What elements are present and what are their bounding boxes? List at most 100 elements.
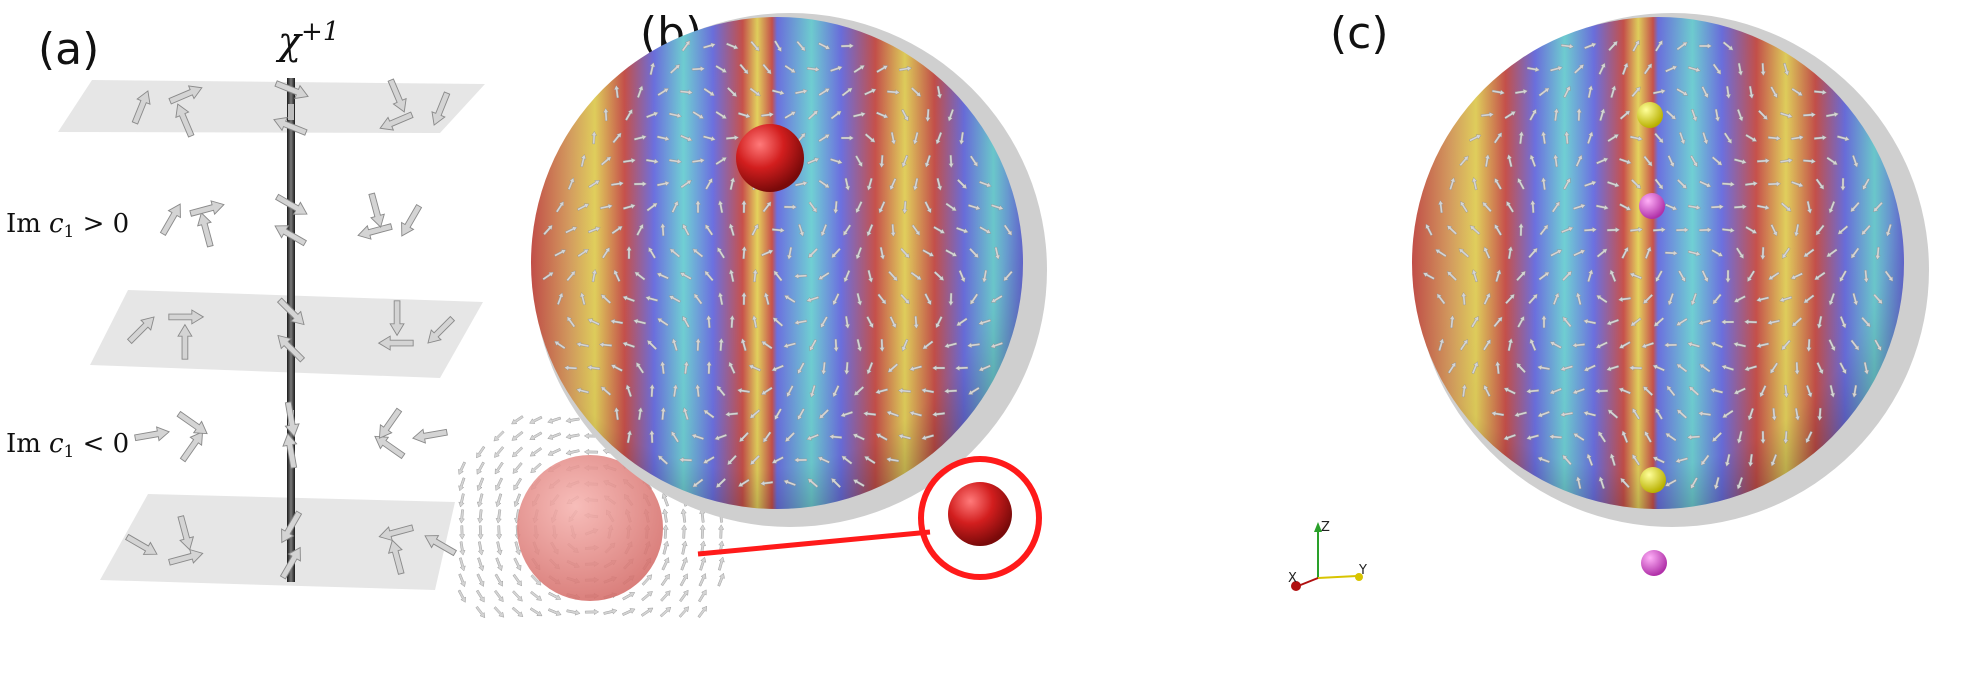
field-arrow bbox=[661, 540, 671, 555]
field-arrow bbox=[679, 556, 690, 572]
field-arrow bbox=[680, 508, 688, 523]
defect-c-yellow-top bbox=[1637, 102, 1663, 128]
x-axis-label: X bbox=[1288, 571, 1297, 586]
plane-top bbox=[58, 80, 485, 133]
field-arrow bbox=[474, 460, 487, 476]
field-arrow bbox=[493, 476, 505, 492]
field-arrow bbox=[510, 445, 525, 460]
field-arrow bbox=[495, 525, 503, 540]
field-arrow bbox=[491, 429, 506, 444]
field-arrow bbox=[603, 607, 618, 617]
field-arrow bbox=[528, 414, 544, 426]
z-axis-arrow bbox=[1314, 522, 1322, 532]
field-arrow bbox=[546, 415, 562, 425]
x-axis-line bbox=[1297, 577, 1319, 587]
defect-b-top bbox=[736, 124, 804, 192]
field-arrow bbox=[512, 556, 524, 572]
field-arrow bbox=[509, 414, 525, 427]
field-arrow bbox=[510, 605, 525, 619]
field-arrow bbox=[457, 493, 467, 508]
field-arrow bbox=[660, 556, 672, 572]
field-arrow bbox=[475, 493, 485, 508]
field-arrow bbox=[584, 448, 599, 456]
z-axis-label: Z bbox=[1321, 520, 1330, 535]
field-arrow bbox=[495, 509, 503, 524]
panel-b: (b) bbox=[531, 8, 1047, 580]
defect-b-bottom bbox=[948, 482, 1012, 546]
spin-arrow bbox=[194, 210, 218, 249]
field-arrow bbox=[456, 476, 467, 492]
spin-arrow bbox=[280, 400, 302, 438]
field-arrow bbox=[474, 605, 488, 620]
field-arrow bbox=[680, 524, 688, 539]
field-arrow bbox=[715, 572, 727, 588]
field-arrow bbox=[492, 605, 507, 620]
field-arrow bbox=[565, 447, 580, 457]
field-arrow bbox=[475, 556, 486, 572]
field-arrow bbox=[477, 525, 484, 540]
field-arrow bbox=[717, 524, 725, 539]
y-axis-line bbox=[1317, 575, 1358, 579]
field-arrow bbox=[456, 572, 468, 588]
spin-arrow bbox=[370, 430, 408, 463]
field-arrow bbox=[493, 573, 506, 588]
field-arrow bbox=[696, 588, 709, 603]
field-arrow bbox=[659, 588, 673, 603]
field-arrow bbox=[621, 606, 637, 618]
field-arrow bbox=[661, 508, 670, 523]
field-arrow bbox=[659, 572, 672, 587]
field-arrow bbox=[510, 461, 524, 476]
defect-c-magenta-top bbox=[1639, 193, 1665, 219]
field-arrow bbox=[566, 607, 581, 617]
field-arrow bbox=[493, 556, 505, 572]
field-arrow bbox=[547, 606, 563, 618]
field-arrow bbox=[697, 572, 709, 588]
field-arrow bbox=[528, 430, 543, 443]
field-arrow bbox=[565, 432, 580, 441]
field-arrow bbox=[456, 588, 468, 604]
field-arrow bbox=[696, 604, 710, 619]
spin-arrow bbox=[156, 200, 187, 238]
field-arrow bbox=[640, 589, 655, 603]
vortex-string-highlight-1 bbox=[288, 104, 294, 120]
spin-arrow bbox=[355, 219, 394, 243]
spin-arrow bbox=[133, 424, 171, 446]
field-arrow bbox=[474, 589, 487, 604]
field-arrow bbox=[511, 477, 524, 492]
spin-arrow bbox=[395, 202, 426, 240]
field-arrow bbox=[658, 604, 673, 619]
inset-defect-sphere bbox=[517, 455, 663, 601]
axes-triad: Z Y X bbox=[1288, 520, 1367, 591]
field-arrow bbox=[492, 589, 506, 604]
field-arrow bbox=[457, 557, 467, 572]
field-arrow bbox=[456, 460, 468, 476]
field-arrow bbox=[475, 476, 486, 492]
field-arrow bbox=[511, 573, 525, 588]
field-arrow bbox=[509, 429, 525, 443]
field-arrow bbox=[565, 416, 580, 424]
field-arrow bbox=[494, 541, 504, 556]
field-arrow bbox=[640, 605, 655, 618]
field-arrow bbox=[546, 446, 562, 458]
panel-a-label: (a) bbox=[38, 24, 99, 75]
plane-bottom bbox=[100, 494, 455, 590]
x-axis-arrow bbox=[1291, 581, 1301, 591]
spin-arrow bbox=[411, 424, 449, 446]
string-label: χ+1 bbox=[275, 17, 339, 63]
field-arrow bbox=[492, 445, 506, 460]
field-arrow bbox=[476, 541, 485, 556]
zoom-connector-line bbox=[697, 529, 931, 557]
field-arrow bbox=[492, 461, 505, 476]
zoom-circle bbox=[918, 456, 1042, 580]
field-arrow bbox=[476, 509, 485, 524]
spin-arrow bbox=[364, 191, 388, 230]
field-arrow bbox=[677, 588, 691, 603]
field-arrow bbox=[511, 589, 525, 604]
field-arrow bbox=[546, 431, 562, 442]
field-arrow bbox=[528, 445, 543, 459]
panel-c-label: (c) bbox=[1330, 8, 1389, 59]
field-arrow bbox=[458, 509, 466, 524]
